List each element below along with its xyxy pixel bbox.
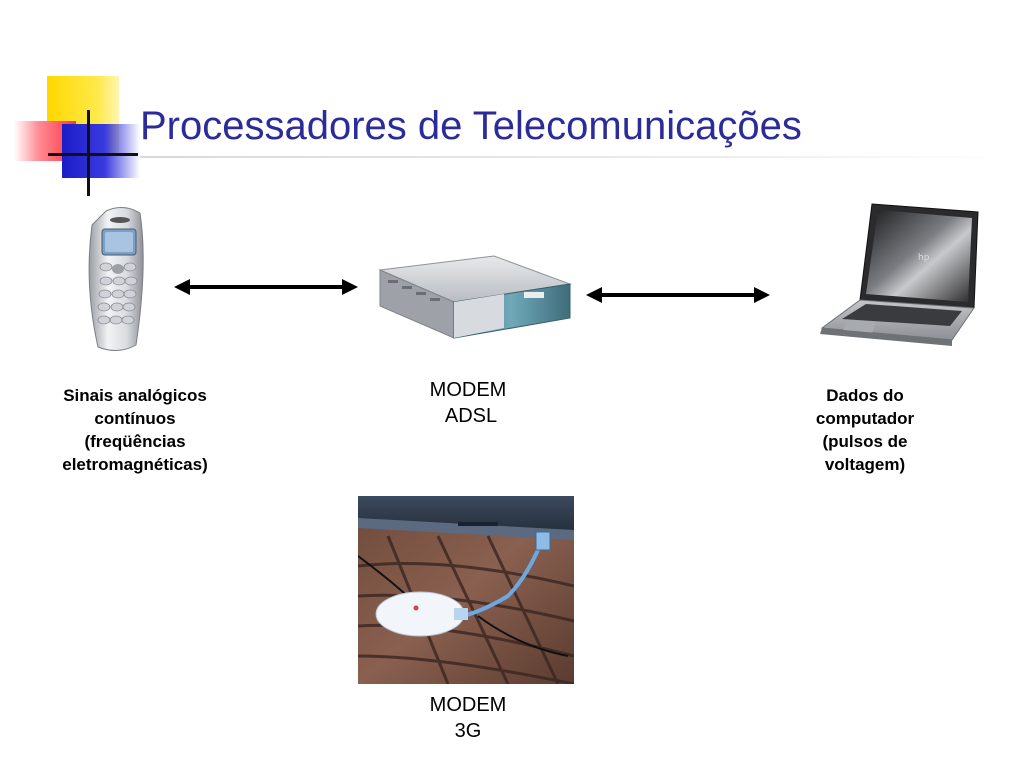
- double-arrow-modem-laptop: [586, 287, 770, 303]
- phone-caption-line-3: (freqüências: [84, 432, 186, 451]
- adsl-caption-line-2: ADSL: [444, 405, 498, 427]
- laptop-caption-line-4: voltagem): [824, 455, 906, 474]
- laptop-image: hp: [820, 203, 979, 346]
- phone-caption-line-2: contínuos: [94, 409, 176, 428]
- title-decoration-blue: [62, 124, 140, 178]
- laptop-caption-line-2: computador: [815, 409, 915, 428]
- title-decoration-horizontal-line: [48, 153, 138, 156]
- title-underline: [140, 156, 1010, 158]
- laptop-caption: Dados do computador (pulsos de voltagem): [790, 384, 940, 476]
- slide-title: Processadores de Telecomunicações: [140, 104, 802, 148]
- laptop-caption-line-3: (pulsos de: [822, 432, 908, 451]
- 3g-caption-line-2: 3G: [454, 720, 482, 742]
- adsl-modem-image: [378, 255, 572, 339]
- 3g-caption-line-1: MODEM: [429, 694, 507, 716]
- phone-caption: Sinais analógicos contínuos (freqüências…: [30, 384, 240, 476]
- adsl-modem-caption: MODEM ADSL: [400, 377, 536, 429]
- adsl-caption-line-1: MODEM: [429, 379, 507, 401]
- phone-caption-line-1: Sinais analógicos: [63, 386, 207, 405]
- cordless-phone-image: [88, 207, 144, 351]
- phone-caption-line-4: eletromagnéticas): [62, 455, 208, 474]
- double-arrow-phone-modem: [174, 279, 358, 295]
- laptop-brand-logo: hp: [918, 253, 930, 263]
- laptop-caption-line-1: Dados do: [826, 386, 904, 405]
- 3g-modem-caption: MODEM 3G: [400, 692, 536, 744]
- 3g-modem-photo: [358, 496, 574, 684]
